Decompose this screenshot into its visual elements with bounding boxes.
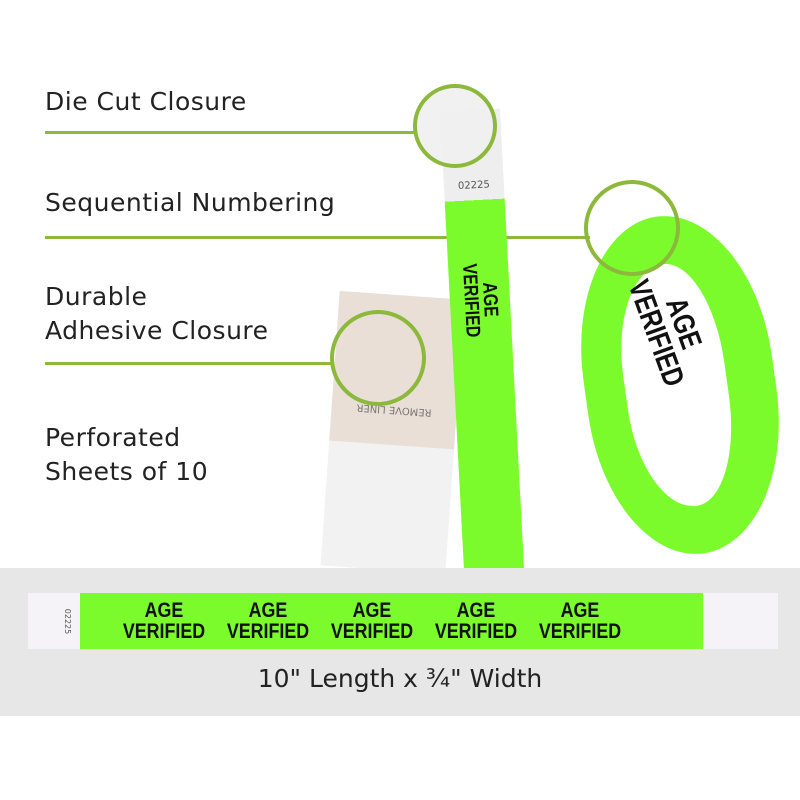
adhesive-magnifier	[330, 310, 426, 406]
numbering-magnifier	[584, 180, 680, 276]
feature-die-cut: Die Cut Closure	[45, 87, 247, 116]
callout-line	[45, 236, 590, 239]
dimensions-label: 10" Length x ¾" Width	[257, 664, 543, 693]
callout-line	[45, 362, 333, 365]
feature-adhesive-1: Durable	[45, 282, 148, 311]
feature-perforated-2: Sheets of 10	[45, 457, 209, 486]
feature-sequential: Sequential Numbering	[45, 188, 336, 217]
callout-line	[45, 131, 415, 134]
feature-adhesive-2: Adhesive Closure	[45, 316, 269, 345]
serial-number: 02225	[62, 608, 72, 634]
feature-perforated-1: Perforated	[45, 423, 181, 452]
die-cut-magnifier	[413, 84, 497, 168]
serial-number: 02225	[457, 179, 491, 193]
vertical-band: 02225 AGE VERIFIED	[440, 108, 524, 572]
